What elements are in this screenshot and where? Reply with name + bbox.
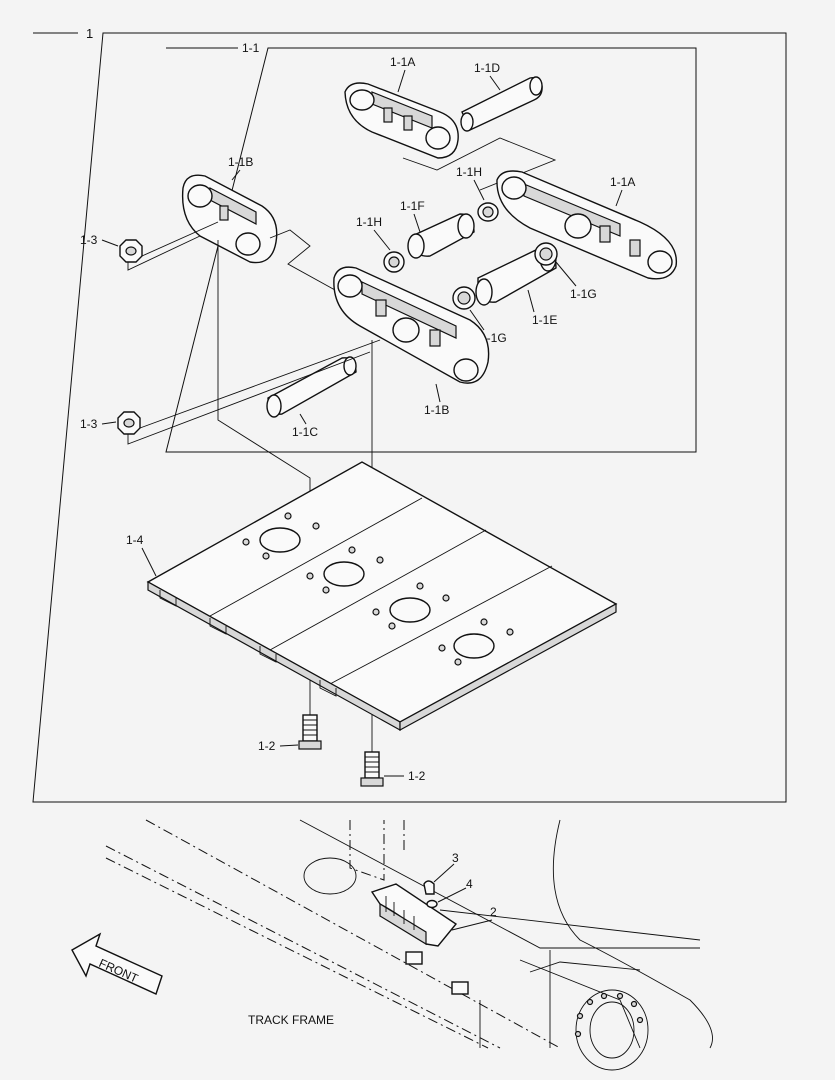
label-track-frame: TRACK FRAME [248, 1013, 334, 1027]
label-assembly: 1 [86, 26, 93, 41]
label-nut-1-3-upper: 1-3 [80, 233, 98, 247]
nut-1-3-lower [117, 339, 381, 445]
bolt-1-2-right [360, 751, 384, 787]
label-link-1-1b-bottom: 1-1B [424, 403, 449, 417]
track-frame-drawing [105, 819, 713, 1071]
label-pin-1-1c: 1-1C [292, 425, 318, 439]
guard-washer-4 [426, 899, 438, 909]
track-guard-2 [370, 883, 469, 995]
guard-bolt-3 [423, 880, 435, 895]
label-bushing-1-1e: 1-1E [532, 313, 557, 327]
seal-1-1h-lower [383, 251, 405, 273]
pin-1-1d [460, 76, 543, 132]
label-guard-washer-4: 4 [466, 877, 473, 891]
label-pin-1-1d: 1-1D [474, 61, 500, 75]
front-arrow-icon [71, 932, 163, 995]
label-seal-1-1h-upper: 1-1H [456, 165, 482, 179]
label-bolt-1-2-right: 1-2 [408, 769, 426, 783]
seal-1-1g-lower [452, 286, 476, 310]
label-link-1-1a-top: 1-1A [390, 55, 415, 69]
link-1-1b-bottom [333, 266, 490, 384]
label-bolt-1-2-left: 1-2 [258, 739, 276, 753]
link-assembly-frame [165, 47, 697, 453]
link-1-1a-top [344, 82, 557, 191]
label-link-1-1b-left: 1-1B [228, 155, 253, 169]
bushing-1-1f [407, 213, 475, 259]
label-seal-1-1g-right: 1-1G [570, 287, 597, 301]
seal-1-1h-upper [477, 202, 499, 222]
label-seal-1-1h-lower: 1-1H [356, 215, 382, 229]
assembly-frame [32, 32, 787, 803]
bolt-1-2-left [298, 714, 322, 750]
pin-1-1c [266, 356, 357, 418]
label-track-guard-2: 2 [490, 905, 497, 919]
link-1-1b-left [181, 174, 336, 291]
label-track-shoe-1-4: 1-4 [126, 533, 144, 547]
nut-1-3-upper [119, 221, 219, 271]
seal-1-1g-right [534, 242, 558, 266]
track-shoe-1-4 [146, 461, 618, 732]
link-1-1a-right [496, 170, 678, 280]
label-link-assembly: 1-1 [242, 41, 260, 55]
label-nut-1-3-lower: 1-3 [80, 417, 98, 431]
label-bushing-1-1f: 1-1F [400, 199, 425, 213]
label-guard-bolt-3: 3 [452, 851, 459, 865]
label-link-1-1a-right: 1-1A [610, 175, 635, 189]
